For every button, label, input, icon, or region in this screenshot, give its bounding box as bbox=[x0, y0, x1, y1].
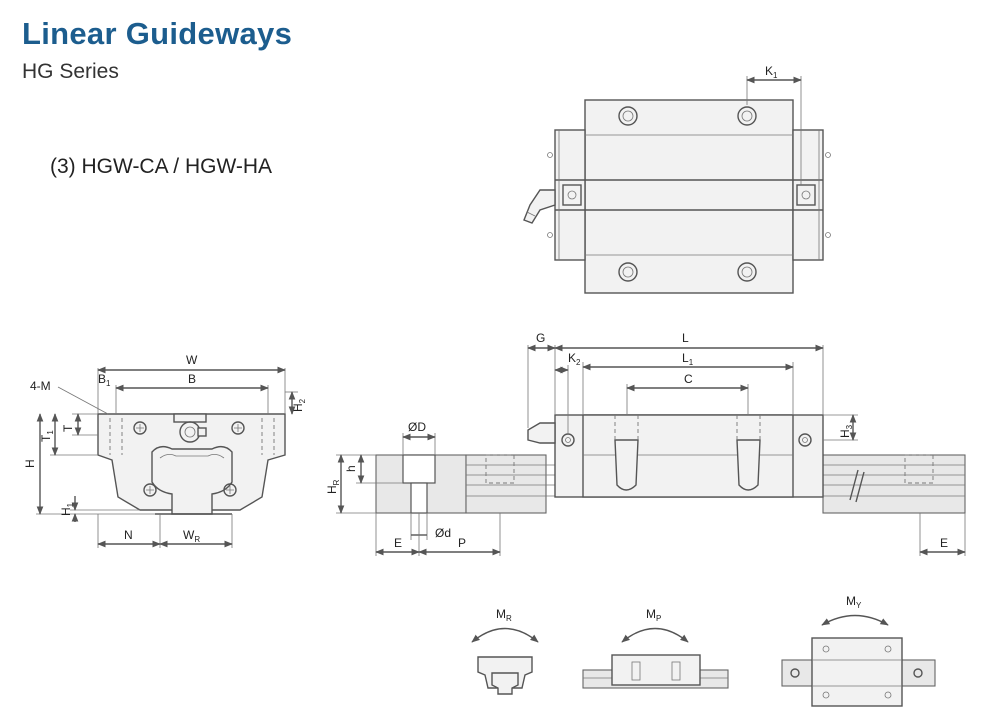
dim-P-label: P bbox=[458, 536, 466, 550]
dim-H3-label: H3 bbox=[838, 424, 854, 438]
series-subtitle: HG Series bbox=[22, 60, 119, 83]
moment-MY-label: MY bbox=[846, 594, 862, 610]
block-top-body bbox=[584, 99, 794, 294]
dim-G-label: G bbox=[536, 331, 545, 345]
dim-H1-label: H1 bbox=[59, 502, 75, 516]
dim-E-label: E bbox=[394, 536, 402, 550]
grease-nipple-icon bbox=[523, 189, 556, 224]
top-view: K1 bbox=[523, 64, 831, 294]
moment-MY: MY bbox=[781, 594, 936, 707]
mounting-hole-icon bbox=[618, 106, 757, 282]
dim-L-label: L bbox=[682, 331, 689, 345]
rotation-arrow-icon bbox=[471, 627, 539, 643]
block-side-icon bbox=[611, 654, 701, 686]
dim-L1-label: L1 bbox=[682, 351, 694, 367]
side-view: L L1 C G K2 H3 HR h ØD bbox=[325, 331, 966, 556]
dim-H-label: H bbox=[23, 459, 37, 468]
rotation-arrow-icon bbox=[821, 614, 889, 626]
dim-E2-label: E bbox=[940, 536, 948, 550]
moment-MP-label: MP bbox=[646, 607, 661, 623]
block-top-icon bbox=[811, 637, 903, 707]
dim-D-label: ØD bbox=[408, 420, 426, 434]
rail-section bbox=[151, 445, 233, 515]
dim-T1-label: T1 bbox=[39, 430, 55, 442]
page-title: Linear Guideways bbox=[22, 16, 293, 51]
grease-nipple-icon bbox=[527, 422, 556, 444]
dim-W-label: W bbox=[186, 353, 198, 367]
dim-T-label: T bbox=[61, 424, 75, 432]
dim-B-label: B bbox=[188, 372, 196, 386]
dim-K2-label: K2 bbox=[568, 351, 581, 367]
moment-MR-label: MR bbox=[496, 607, 512, 623]
dim-H2-label: H2 bbox=[291, 398, 307, 412]
cap-screw-icon bbox=[133, 421, 245, 497]
dim-HR-label: HR bbox=[325, 479, 341, 494]
moment-MR: MR bbox=[471, 607, 539, 695]
moment-MP: MP bbox=[582, 607, 729, 689]
dim-d-label: Ød bbox=[435, 526, 451, 540]
dim-M-label: 4-M bbox=[30, 379, 51, 393]
dim-WR-label: WR bbox=[183, 528, 200, 544]
dim-K1-label: K1 bbox=[765, 64, 778, 80]
rotation-arrow-icon bbox=[621, 627, 689, 643]
model-label: (3) HGW-CA / HGW-HA bbox=[50, 155, 273, 178]
dim-C-label: C bbox=[684, 372, 693, 386]
grease-nipple-icon bbox=[179, 421, 207, 443]
front-view: W B B1 4-M H2 T T1 H H1 bbox=[23, 353, 307, 548]
dim-N-label: N bbox=[124, 528, 133, 542]
dim-h-label: h bbox=[344, 465, 358, 472]
dim-B1-label: B1 bbox=[98, 372, 111, 388]
